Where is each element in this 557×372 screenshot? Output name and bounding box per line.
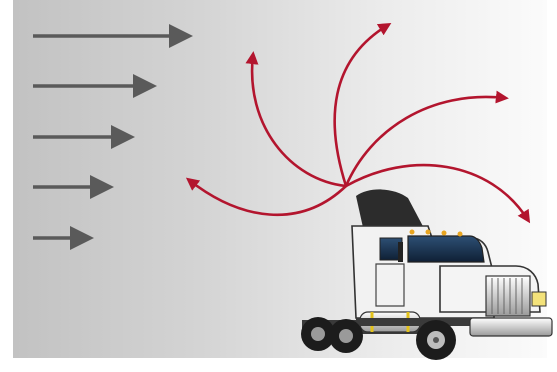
curved-arrow-up <box>333 22 392 188</box>
curved-arrows <box>185 22 531 224</box>
wind-arrow-3 <box>33 125 135 149</box>
wind-arrow-5 <box>33 226 94 250</box>
curved-arrow-upper-left <box>245 51 348 188</box>
curved-arrow-upper-right <box>344 90 509 188</box>
wheels <box>301 317 456 360</box>
curved-arrow-right <box>344 163 531 224</box>
side-mirror <box>398 242 403 262</box>
front-bumper <box>469 317 553 337</box>
wind-arrow-1 <box>33 24 193 48</box>
headlight <box>531 291 547 307</box>
roof-fairing <box>356 189 426 232</box>
cab-door <box>375 263 405 307</box>
grille <box>485 275 531 317</box>
curved-arrow-left <box>185 177 348 217</box>
wind-arrows <box>33 24 193 250</box>
windshield <box>407 235 485 263</box>
wind-arrow-2 <box>33 74 157 98</box>
semi-truck <box>301 189 553 360</box>
wind-arrow-4 <box>33 175 114 199</box>
